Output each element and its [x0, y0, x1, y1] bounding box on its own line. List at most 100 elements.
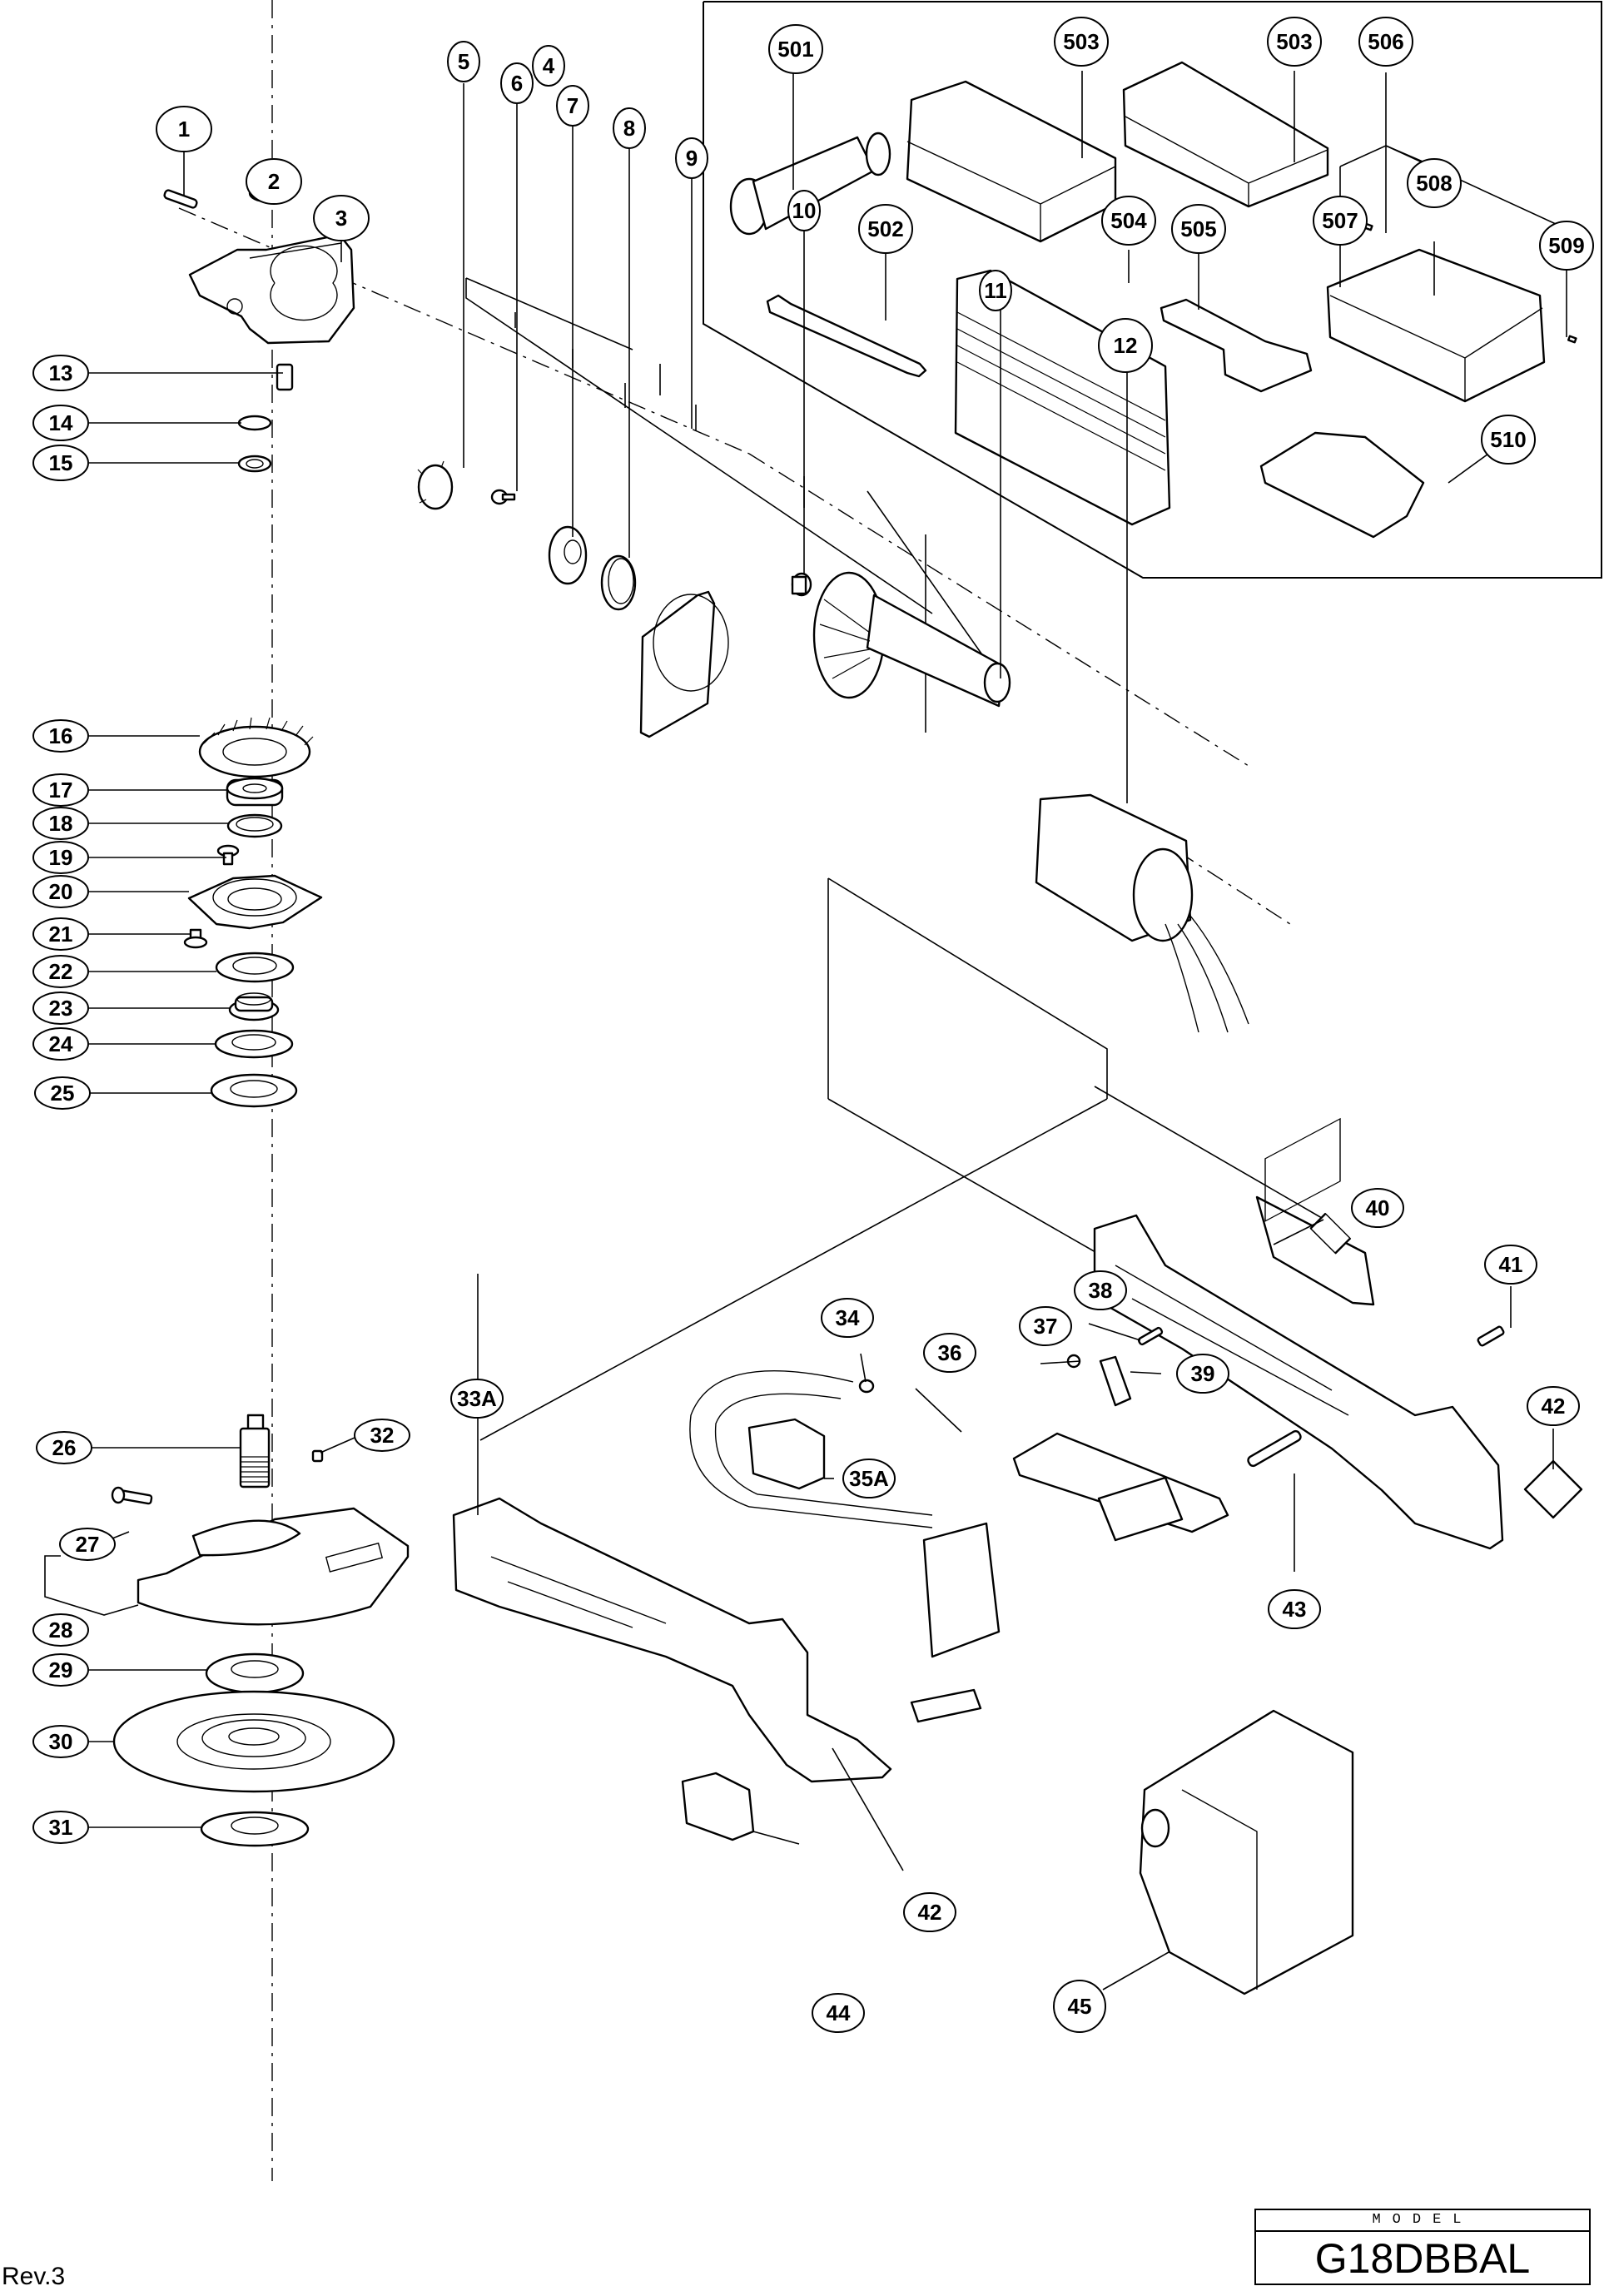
- part-26-spindle-icon: [239, 1414, 271, 1488]
- callout-24: 24: [32, 1027, 89, 1061]
- part-19-screw-icon: [216, 844, 240, 866]
- part-45-battery-icon: [1139, 1117, 1354, 1995]
- callouts: 1 2 3 13 14 15 16 17 18 19 20 21 22 23 2…: [32, 17, 1594, 2033]
- part-35A-switch-icon: [747, 1418, 826, 1490]
- part-23-sleeve-icon: [228, 992, 280, 1021]
- callout-502: 502: [858, 204, 913, 254]
- svg-text:32: 32: [370, 1423, 395, 1448]
- callout-504: 504: [1101, 196, 1156, 246]
- part-43-pin-icon: [1247, 1429, 1302, 1468]
- callout-29: 29: [32, 1653, 89, 1687]
- svg-text:508: 508: [1416, 171, 1452, 196]
- svg-text:1: 1: [178, 117, 190, 142]
- svg-text:34: 34: [836, 1305, 860, 1330]
- accessory-drawings: [729, 61, 1577, 539]
- part-11-armature-icon: [812, 571, 1011, 708]
- svg-text:13: 13: [49, 360, 73, 385]
- svg-text:37: 37: [1034, 1314, 1058, 1339]
- svg-text:2: 2: [268, 169, 280, 194]
- svg-text:502: 502: [867, 216, 903, 241]
- part-14-ring-icon: [237, 415, 272, 431]
- svg-text:30: 30: [49, 1729, 73, 1754]
- svg-text:11: 11: [984, 278, 1007, 303]
- part-9-bearing-holder-icon: [639, 590, 729, 738]
- callout-13: 13: [32, 355, 89, 391]
- callout-501: 501: [768, 24, 823, 74]
- svg-text:24: 24: [49, 1031, 73, 1056]
- part-42-label-lower-icon: [1309, 1212, 1352, 1255]
- svg-text:505: 505: [1180, 216, 1216, 241]
- svg-text:503: 503: [1063, 29, 1099, 54]
- part-13-lock-pin-icon: [276, 363, 294, 391]
- svg-text:43: 43: [1283, 1597, 1307, 1622]
- callout-38: 38: [1074, 1270, 1127, 1310]
- svg-text:8: 8: [623, 116, 635, 141]
- svg-text:15: 15: [49, 450, 73, 475]
- svg-text:39: 39: [1191, 1361, 1215, 1386]
- part-10-bearing-icon: [791, 572, 812, 597]
- revision-label: Rev.3: [2, 2263, 66, 2290]
- part-501-side-handle-icon: [729, 132, 891, 236]
- svg-text:41: 41: [1499, 1252, 1523, 1277]
- part-7-bearing-icon: [548, 525, 588, 585]
- svg-text:36: 36: [938, 1340, 962, 1365]
- callout-2: 2: [246, 158, 302, 205]
- callout-15: 15: [32, 445, 89, 481]
- model-label: MODEL: [1256, 2210, 1589, 2232]
- svg-text:31: 31: [49, 1815, 73, 1840]
- svg-text:509: 509: [1548, 233, 1584, 258]
- svg-text:4: 4: [543, 53, 555, 78]
- part-3-gear-cover-icon: [188, 233, 355, 345]
- assembly-group-lines: [465, 277, 1333, 1441]
- svg-text:29: 29: [49, 1657, 73, 1682]
- callout-27: 27: [59, 1528, 116, 1561]
- svg-text:20: 20: [49, 879, 73, 904]
- model-title-block: MODEL G18DBBAL: [1254, 2209, 1591, 2285]
- model-number: G18DBBAL: [1314, 2235, 1531, 2282]
- svg-text:7: 7: [567, 93, 579, 118]
- svg-text:504: 504: [1110, 208, 1147, 233]
- part-17-bearing-icon: [226, 777, 284, 807]
- part-39-lock-lever-icon: [1099, 1355, 1132, 1407]
- callout-508: 508: [1407, 158, 1462, 208]
- part-16-bevel-gear-icon: [198, 717, 314, 778]
- callout-42-lower: 42: [903, 1892, 956, 1932]
- svg-text:42: 42: [1542, 1394, 1566, 1419]
- callout-510: 510: [1481, 415, 1536, 465]
- svg-text:5: 5: [458, 49, 469, 74]
- part-503-charger-right-icon: [1122, 61, 1329, 208]
- callout-25: 25: [34, 1076, 91, 1110]
- callout-26: 26: [36, 1431, 92, 1464]
- svg-text:6: 6: [511, 71, 523, 96]
- svg-text:501: 501: [777, 37, 813, 62]
- part-21-screw-icon: [183, 928, 208, 949]
- callout-507: 507: [1313, 196, 1368, 246]
- callout-1: 1: [156, 106, 212, 152]
- callout-503-right: 503: [1267, 17, 1322, 67]
- callout-32: 32: [354, 1419, 410, 1452]
- part-1-screw-icon: [163, 189, 198, 209]
- part-28-wheel-guard-icon: [137, 1507, 410, 1626]
- svg-text:16: 16: [49, 723, 73, 748]
- callout-16: 16: [32, 719, 89, 753]
- callout-8: 8: [613, 107, 646, 149]
- part-25-wheel-washer-icon: [210, 1073, 298, 1108]
- callout-45: 45: [1053, 1980, 1106, 2033]
- part-33A-housing-icon: [452, 1497, 892, 1783]
- callout-31: 31: [32, 1811, 89, 1844]
- callout-11: 11: [979, 270, 1012, 311]
- callout-503-left: 503: [1054, 17, 1109, 67]
- svg-text:22: 22: [49, 959, 73, 984]
- callout-37: 37: [1019, 1306, 1072, 1346]
- callout-40: 40: [1351, 1188, 1404, 1228]
- svg-text:503: 503: [1276, 29, 1312, 54]
- svg-text:14: 14: [49, 410, 73, 435]
- svg-text:19: 19: [49, 845, 73, 870]
- part-44-latch-icon: [681, 1772, 755, 1841]
- svg-text:35A: 35A: [849, 1466, 889, 1491]
- housing-parts: [452, 1117, 1583, 1995]
- callout-10: 10: [787, 190, 821, 231]
- callout-14: 14: [32, 405, 89, 441]
- svg-text:9: 9: [686, 146, 698, 171]
